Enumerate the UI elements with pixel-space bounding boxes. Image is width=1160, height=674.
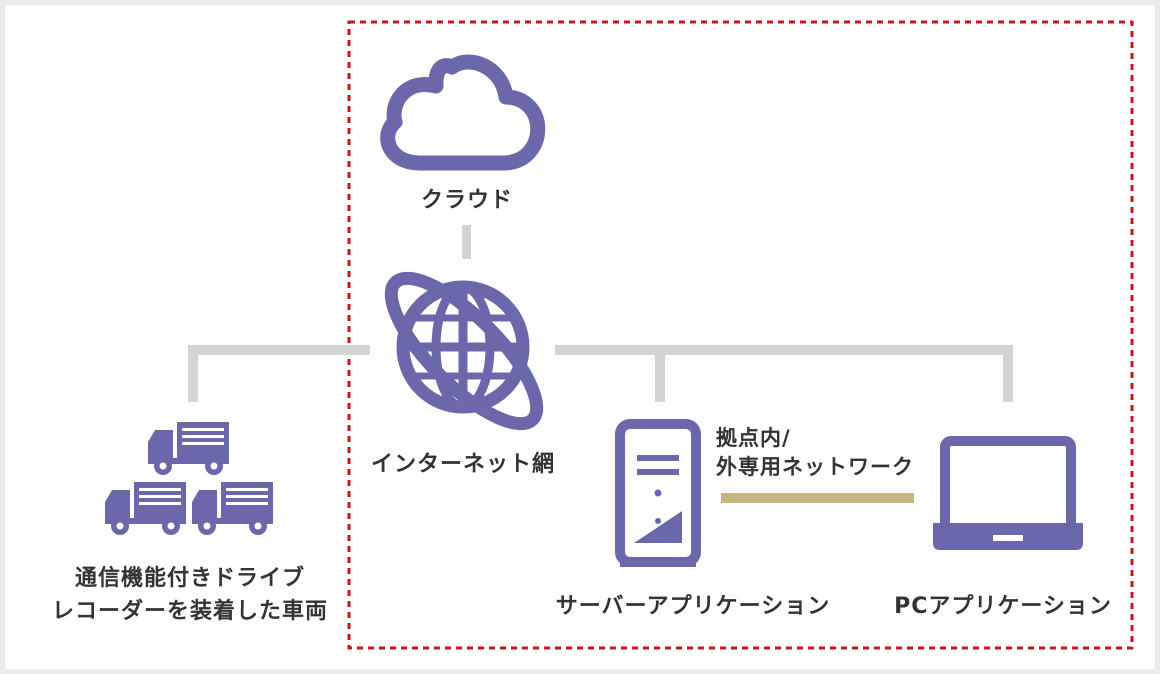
laptop-icon — [933, 436, 1083, 550]
truck-icon — [148, 422, 229, 475]
private-network-label: 拠点内/ 外専用ネットワーク — [716, 424, 914, 482]
private-network-line — [721, 493, 914, 503]
cloud-label: クラウド — [420, 188, 513, 213]
pc-drop-connector — [1003, 345, 1013, 402]
left-branch-connector — [188, 345, 370, 355]
cloud-internet-connector — [462, 225, 471, 259]
private-network-label-line2: 外専用ネットワーク — [716, 455, 914, 479]
internet-label: インターネット網 — [370, 452, 555, 477]
right-branch-connector — [555, 345, 1013, 355]
cloud-icon — [380, 54, 546, 171]
vehicles-label: 通信機能付きドライブ レコーダーを装着した車両 — [20, 562, 360, 628]
globe-icon — [384, 271, 544, 431]
server-tower-icon — [615, 419, 701, 567]
server-drop-connector — [655, 345, 665, 402]
diagram-panel — [5, 5, 1155, 669]
truck-icon — [192, 482, 273, 535]
left-drop-connector — [188, 345, 198, 402]
private-network-label-line1: 拠点内/ — [716, 426, 791, 450]
pc-label: PCアプリケーション — [894, 594, 1112, 619]
vehicle-fleet — [105, 422, 273, 535]
connector-lines — [188, 225, 1013, 402]
truck-icon — [105, 482, 186, 535]
vehicles-label-line2: レコーダーを装着した車両 — [51, 599, 328, 624]
vehicles-label-line1: 通信機能付きドライブ — [74, 566, 305, 591]
server-label: サーバーアプリケーション — [555, 594, 831, 619]
